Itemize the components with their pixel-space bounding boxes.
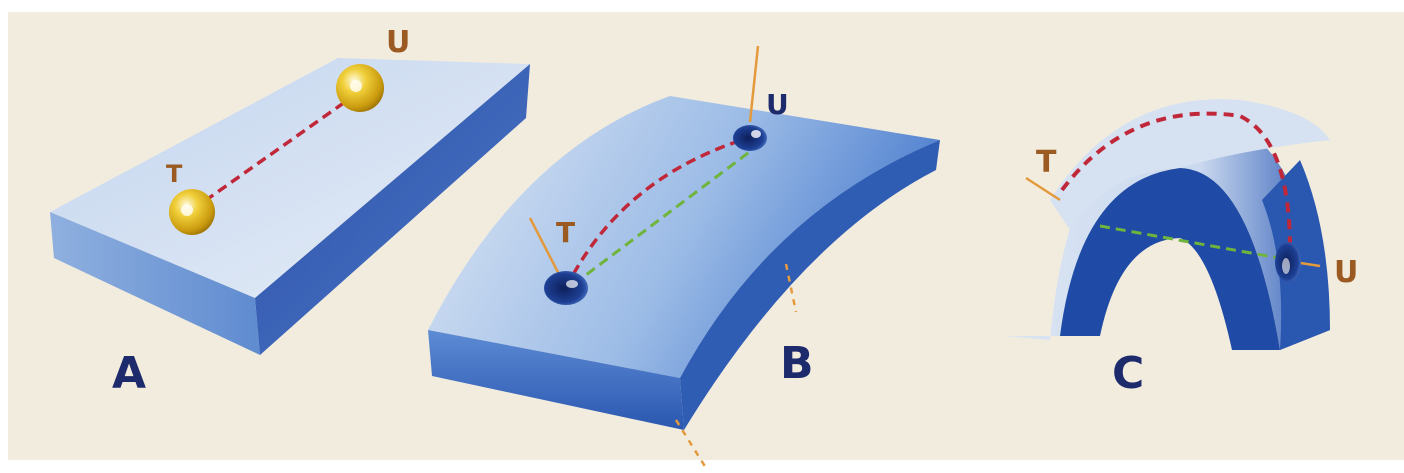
arch-c-orange-line-t (1026, 178, 1060, 200)
hole-u-highlight (751, 130, 761, 138)
label-u-b: U (766, 88, 789, 121)
label-a: A (112, 348, 146, 399)
sphere-t-highlight (181, 204, 193, 216)
arch-c (1004, 99, 1330, 350)
sphere-u-highlight (350, 80, 362, 92)
hole-t (544, 271, 588, 305)
label-u-c: U (1334, 255, 1358, 290)
hole-u (733, 125, 767, 151)
arch-hole-u-highlight (1282, 258, 1290, 274)
block-b-top-face (428, 96, 940, 378)
label-u-a: U (386, 25, 410, 60)
label-t-c: T (1036, 145, 1057, 180)
label-c: C (1112, 348, 1144, 399)
hole-t-highlight (566, 280, 578, 288)
label-t-a: T (166, 160, 183, 188)
label-t-b: T (556, 216, 575, 249)
label-b: B (780, 338, 814, 389)
